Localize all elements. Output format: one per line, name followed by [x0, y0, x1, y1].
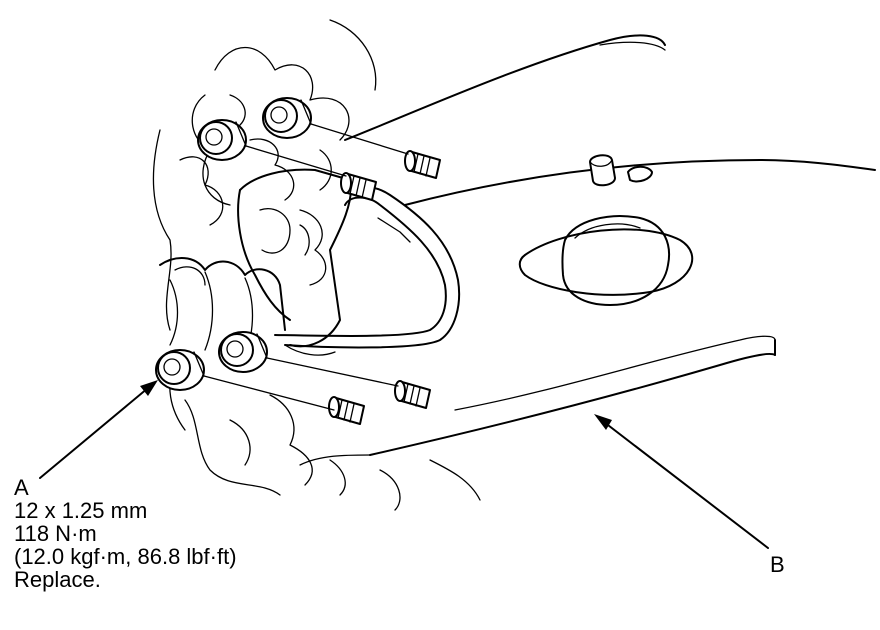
callout-b-letter: B	[770, 552, 785, 577]
callout-a-note: Replace.	[14, 567, 101, 592]
flange-nut-upper-right	[262, 97, 312, 139]
callout-a-letter: A	[14, 475, 29, 500]
knuckle-sketch	[152, 19, 481, 511]
trailing-arm	[299, 34, 876, 466]
callout-a-torque: 118 N·m	[14, 521, 97, 546]
flange-nut-a	[155, 349, 205, 391]
stud-upper-right	[404, 150, 441, 179]
leader-a	[39, 380, 158, 479]
wire-clip	[274, 186, 461, 356]
callout-a-size: 12 x 1.25 mm	[14, 498, 148, 523]
stud-upper-left	[340, 172, 377, 201]
mount-bracket	[237, 168, 352, 348]
leader-b	[594, 414, 769, 549]
callout-a: A 12 x 1.25 mm 118 N·m (12.0 kgf·m, 86.8…	[14, 476, 237, 591]
alignment-lines	[203, 123, 409, 411]
flange-nut-upper-left	[197, 119, 247, 161]
stud-lower-right	[394, 380, 431, 409]
callout-a-torque-alt: (12.0 kgf·m, 86.8 lbf·ft)	[14, 544, 237, 569]
flange-nut-lower-right	[218, 331, 268, 373]
